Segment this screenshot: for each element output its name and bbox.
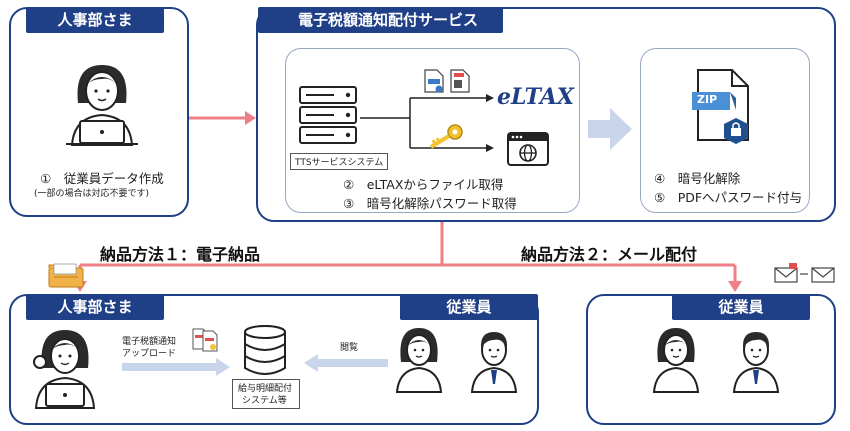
view-label: 閲覧 (340, 343, 359, 353)
upload-files-icon (192, 328, 218, 352)
view-arrow (304, 354, 388, 372)
db-line2: システム等 (242, 396, 287, 406)
hr-top-tag: 人事部さま (26, 7, 164, 33)
hr-top-step1: ① 従業員データ作成 (40, 171, 164, 186)
service-step2: ② eLTAXからファイル取得 (343, 177, 504, 192)
upload-line2: アップロード (122, 349, 177, 359)
service-step5: ⑤ PDFへパスワード付与 (654, 190, 803, 205)
employee-man-icon (470, 332, 518, 393)
employee-right-woman-icon (652, 328, 700, 393)
employee-bottom-tag: 従業員 (400, 294, 538, 320)
browser-globe-icon (507, 132, 549, 166)
hr-top-step1-note: (一部の場合は対応不要です) (34, 189, 150, 199)
service-tag: 電子税額通知配付サービス (258, 7, 503, 33)
method1-label: 納品方法１：電子納品 (100, 245, 261, 264)
process-flow-arrow (588, 108, 632, 150)
db-label-box (232, 379, 300, 409)
employee-woman-icon (395, 328, 443, 393)
service-step4: ④ 暗号化解除 (654, 171, 741, 186)
branch-lines (360, 94, 494, 152)
method2-label: 納品方法２：メール配付 (521, 245, 698, 264)
upload-line1: 電子税額通知 (122, 337, 177, 347)
server-icon (299, 86, 357, 144)
upload-arrow (122, 358, 230, 376)
mail-icons (774, 263, 835, 283)
key-icon (429, 124, 463, 149)
server-label: TTSサービスシステム (290, 153, 389, 170)
zip-label: ZIP (697, 93, 718, 106)
db-line1: 給与明細配付 (238, 384, 293, 394)
hr-ok-worker-icon (33, 330, 96, 409)
hr-bottom-tag: 人事部さま (26, 294, 164, 320)
employee-right-man-icon (732, 332, 780, 393)
folder-icon (48, 263, 84, 288)
files-icon (424, 69, 470, 93)
hr-to-service-arrowhead (245, 111, 256, 125)
database-icon (244, 325, 286, 375)
eltax-logo: eLTAX (497, 84, 574, 110)
employee-right-tag: 従業員 (672, 294, 810, 320)
zip-lock-icon (692, 69, 749, 144)
hr-worker-laptop-icon (66, 65, 138, 146)
service-step3: ③ 暗号化解除パスワード取得 (343, 196, 517, 211)
right-drop-arrowhead (728, 281, 742, 292)
